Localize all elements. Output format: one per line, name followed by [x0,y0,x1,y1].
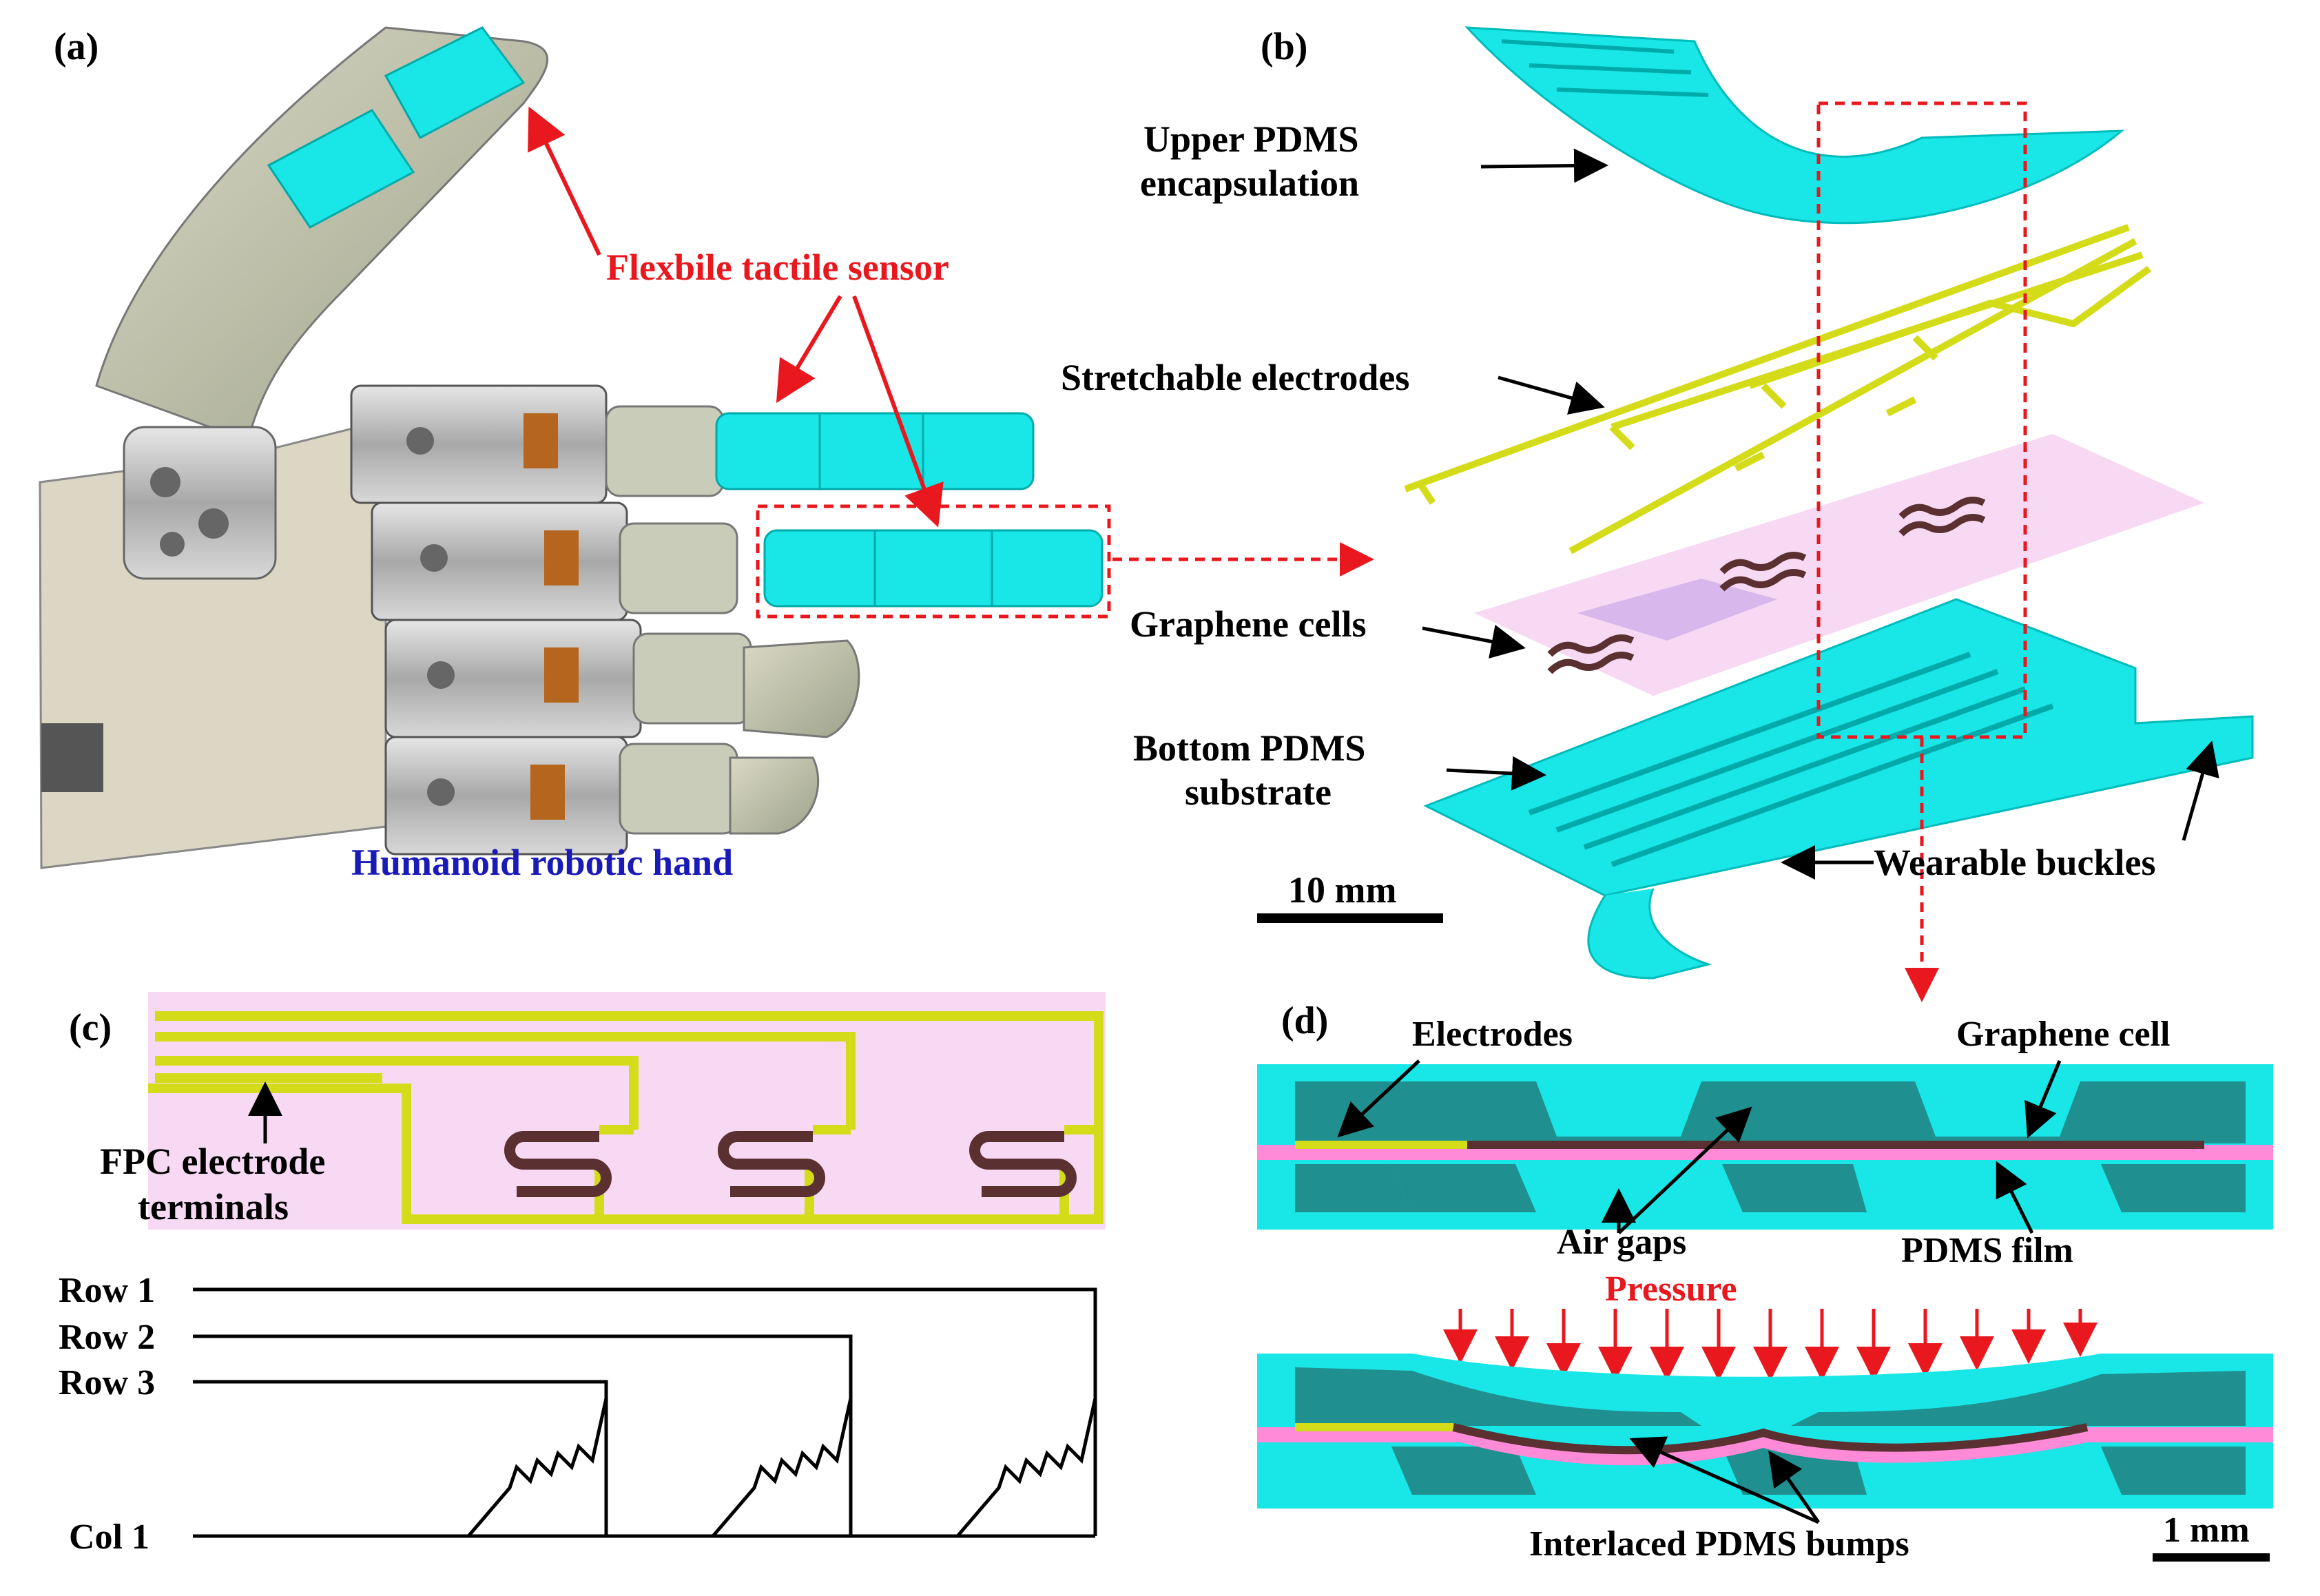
graphene-serpentines [504,1131,1077,1197]
label-pressure: Pressure [1605,1269,1737,1309]
sensor-finger-upper [715,412,1035,490]
panel-d: (d) Electrodes Graphene cell Air gaps PD… [1257,999,2273,1564]
upper-pdms-layer [1464,26,2125,225]
hand-label: Humanoid robotic hand [351,842,733,883]
sensor-pad-bent-tip [384,26,526,140]
sensor-callout-arrow-3 [852,295,944,528]
col-1-label: Col 1 [69,1517,149,1557]
panel-b: (b) [1061,25,2254,1002]
label-buckles: Wearable buckles [1874,842,2156,883]
circuit-schematic [193,1287,1097,1538]
row-3-label: Row 3 [59,1363,155,1402]
row-2-label: Row 2 [59,1318,155,1357]
scale-bar-b [1257,913,1443,923]
label-d-graphene-cell: Graphene cell [1956,1015,2171,1054]
sensor-callout-arrow-2 [776,295,842,404]
stretchable-electrodes-layer [1404,224,2151,555]
label-upper-2: encapsulation [1140,163,1359,204]
sensor-callout-label: Flexbile tactile sensor [606,247,949,288]
bottom-pdms-ridges [1528,652,2054,867]
panel-b-tag: (b) [1261,25,1307,68]
row-1-label: Row 1 [59,1271,155,1310]
label-d-electrodes: Electrodes [1412,1015,1573,1054]
electrode-layout-bg [148,992,1106,1230]
robotic-hand-illustration [39,26,1104,869]
label-bumps: Interlaced PDMS bumps [1529,1524,1909,1564]
graphene-cells [1547,497,1986,674]
label-fpc-2: terminals [138,1186,289,1227]
label-upper-1: Upper PDMS [1143,118,1359,160]
fpc-electrode-traces [148,1011,1104,1224]
label-bottom-1: Bottom PDMS [1133,727,1365,769]
cross-section-pressed [1257,1354,2273,1509]
label-electrodes: Stretchable electrodes [1061,357,1409,398]
zoom-box-a [756,504,1111,619]
label-bottom-2: substrate [1185,771,1332,813]
panel-c-tag: (c) [69,1006,112,1049]
scale-label-d: 1 mm [2163,1511,2250,1550]
bottom-pdms-layer [1423,598,2254,897]
panel-a: (a) [39,25,1374,883]
sensor-finger-middle [763,529,1104,608]
label-graphene: Graphene cells [1130,603,1366,645]
label-fpc-1: FPC electrode [100,1141,325,1182]
panel-d-tag: (d) [1281,999,1328,1042]
sensor-callout-arrow-1 [528,106,601,256]
cross-section-unpressed [1257,1064,2273,1230]
panel-a-tag: (a) [54,25,99,68]
panel-c: (c) FPC electrode terminals [59,992,1106,1557]
sensor-pad-bent-mid [267,109,415,229]
label-pdms-film: PDMS film [1901,1231,2073,1270]
scale-label-b: 10 mm [1288,869,1396,911]
pressure-arrows [1443,1309,2098,1381]
wearable-buckle-loop [1587,888,1712,980]
scale-bar-d [2153,1553,2270,1562]
